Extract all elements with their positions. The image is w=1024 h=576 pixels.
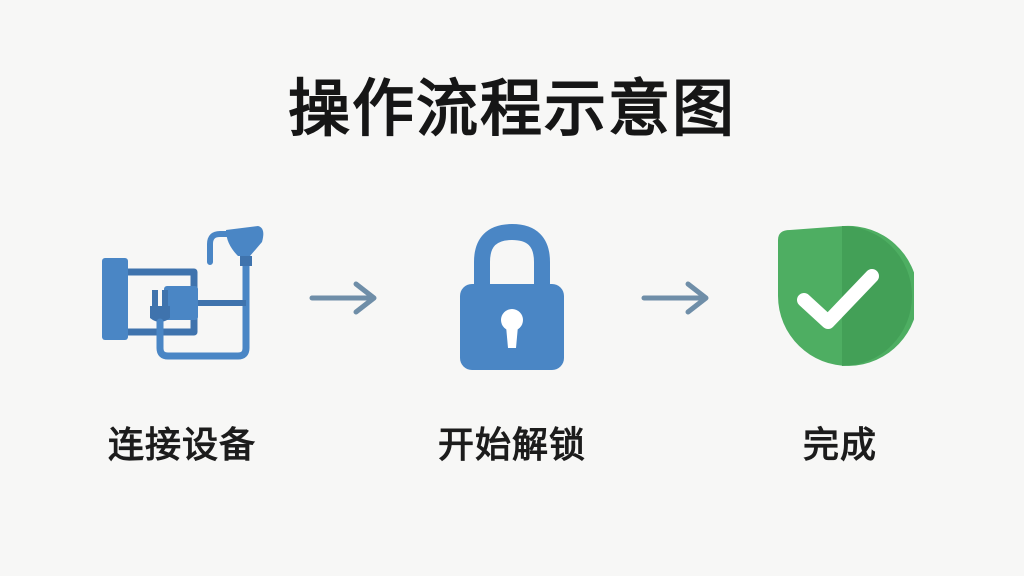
cable-plug-icon: [98, 222, 268, 372]
step-label-done: 完成: [802, 425, 877, 466]
step-label-unlock: 开始解锁: [437, 425, 586, 466]
arrow-right-icon: [308, 278, 380, 322]
page-title: 操作流程示意图: [287, 72, 736, 145]
arrow-right-icon: [640, 278, 712, 322]
padlock-icon: [456, 222, 568, 372]
checkmark-shield-icon: [764, 220, 914, 370]
step-label-connect: 连接设备: [107, 425, 256, 466]
